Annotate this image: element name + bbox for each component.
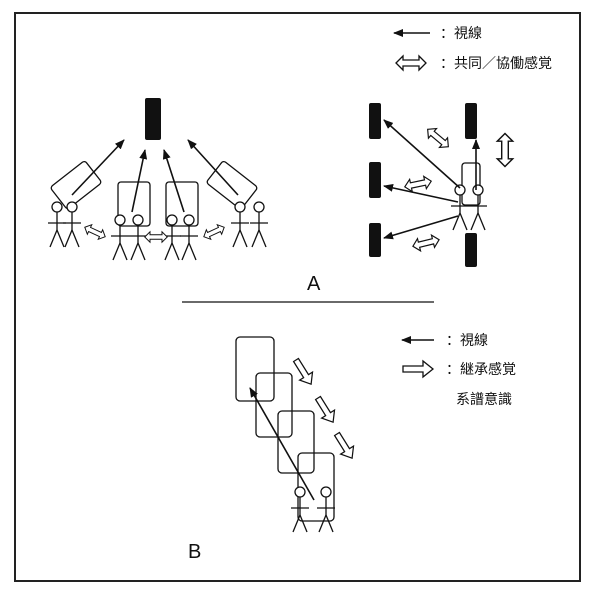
- section-label-b: B: [188, 541, 201, 563]
- gaze-frame: [117, 181, 151, 227]
- gaze-arrow: [383, 183, 459, 203]
- legend-cooperation-label: ：共同／協働感覚: [440, 55, 552, 72]
- gaze-arrow: [383, 215, 459, 240]
- gaze-frame: [165, 181, 199, 227]
- gaze-arrow: [162, 149, 185, 213]
- gaze-arrow: [187, 139, 239, 196]
- cooperation-arrow: [402, 174, 434, 194]
- cooperation-arrow: [144, 231, 168, 243]
- inheritance-arrow: [329, 429, 360, 463]
- target-object: [369, 223, 381, 257]
- gaze-frame: [206, 160, 258, 210]
- group-a-right: [369, 103, 514, 267]
- gaze-frame: [461, 162, 481, 206]
- group-a-left: [47, 98, 269, 261]
- legend-gaze-label: ：視線: [440, 26, 482, 42]
- cooperation-arrow: [423, 123, 453, 153]
- section-label-a: A: [307, 273, 321, 295]
- legend-cooperation-arrow: [395, 55, 427, 71]
- target-object: [465, 233, 477, 267]
- generation-frame: [277, 410, 315, 474]
- inheritance-arrow: [310, 393, 341, 427]
- target-object: [369, 162, 381, 198]
- legend-genealogy-label: 系譜意識: [456, 391, 512, 408]
- target-object: [369, 103, 381, 139]
- cooperation-arrow: [410, 233, 442, 253]
- generation-frame: [235, 336, 275, 402]
- cooperation-arrow: [201, 221, 227, 243]
- target-object: [145, 98, 161, 140]
- target-object: [465, 103, 477, 139]
- legend-a: ：視線 ：共同／協働感覚: [393, 26, 552, 72]
- inheritance-arrow: [288, 355, 319, 389]
- legend-inheritance-arrow: [402, 360, 434, 378]
- legend-b: ：視線 ：継承感覚 系譜意識: [401, 333, 516, 408]
- gaze-arrow: [71, 139, 125, 196]
- cooperation-arrow: [82, 221, 108, 243]
- generation-frame: [255, 372, 293, 438]
- gaze-arrow: [383, 119, 461, 189]
- legend-gaze-label: ：視線: [446, 333, 488, 349]
- gaze-arrow: [249, 387, 315, 501]
- gaze-arrow: [131, 149, 148, 213]
- cooperation-arrow: [496, 132, 514, 168]
- group-b: [235, 336, 360, 533]
- legend-inheritance-label: ：継承感覚: [446, 361, 516, 378]
